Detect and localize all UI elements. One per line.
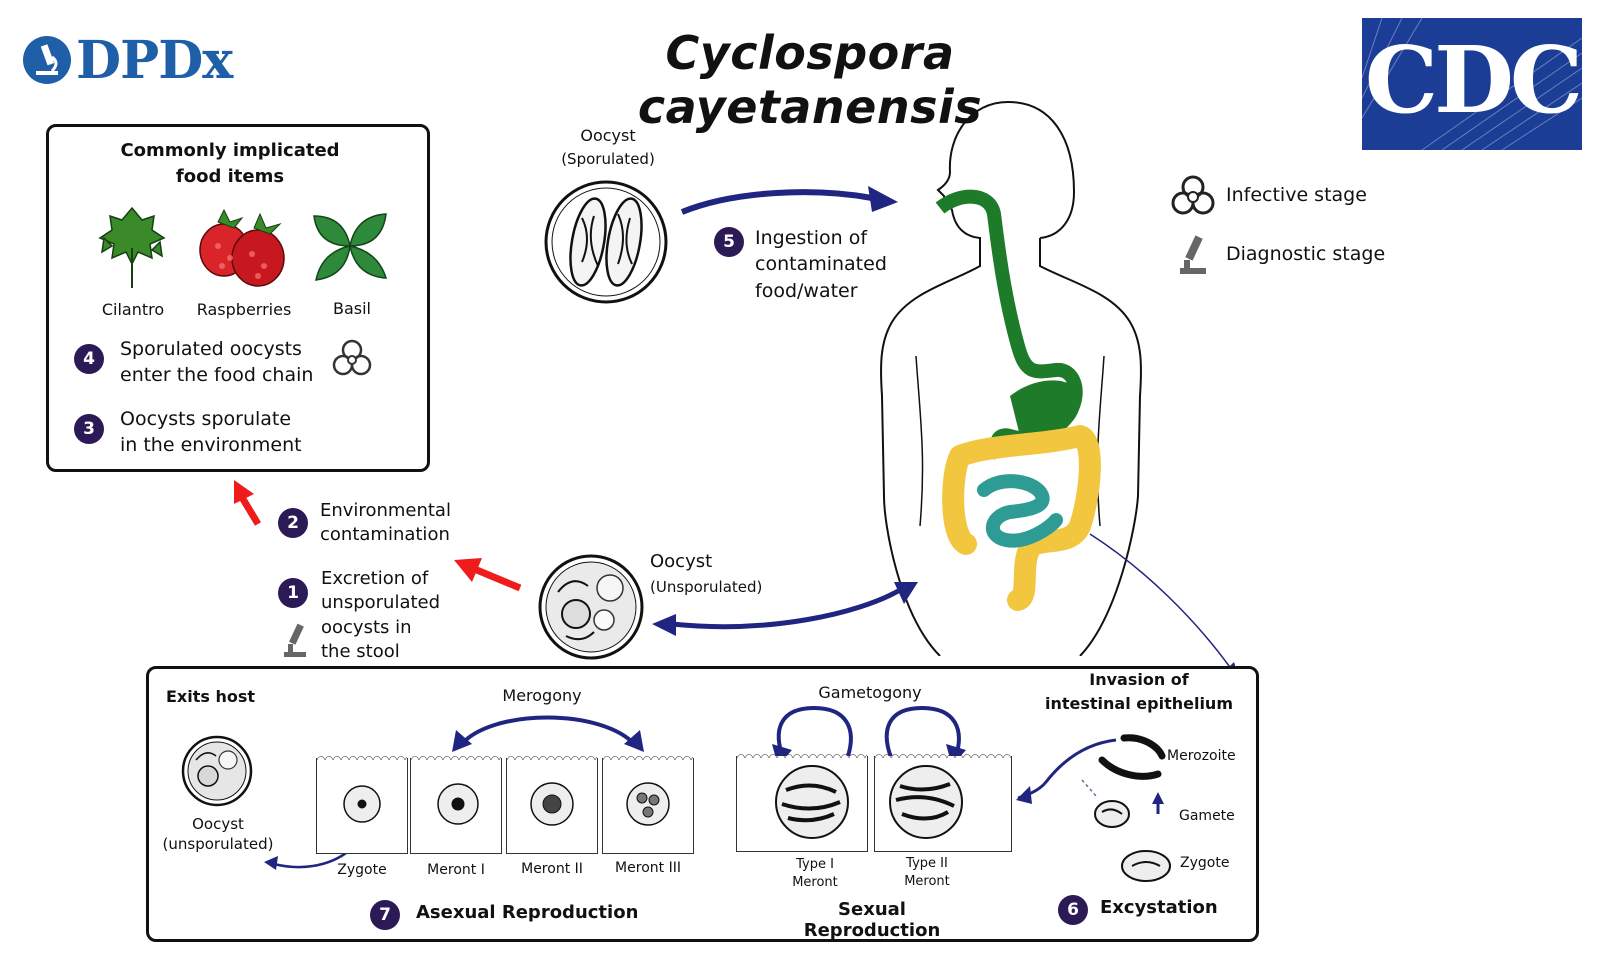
contamination-arrow (234, 480, 262, 526)
invasion-label-line2: intestinal epithelium (1045, 694, 1233, 713)
sporulated-oocyst-label-line1: Oocyst (580, 126, 636, 145)
asexual-cell-meront-3 (602, 752, 694, 854)
cdc-wordmark: CDC (1364, 26, 1582, 134)
unsporulated-oocyst-label-line2: (Unsporulated) (650, 578, 763, 596)
step-3-line2: in the environment (120, 434, 302, 456)
microscope-logo-icon (23, 36, 71, 84)
basil-icon (313, 213, 388, 281)
dpdx-wordmark: DPDx (76, 29, 233, 91)
exit-oocyst-label-line2: (unsporulated) (162, 835, 274, 853)
oocyst-exchange-arrow (652, 582, 918, 636)
step-2-line1: Environmental (320, 500, 451, 521)
unsporulated-oocyst-image (538, 554, 644, 660)
type-1-meront-line2: Meront (792, 875, 838, 890)
page-title: Cyclospora cayetanensis (637, 26, 983, 134)
cell-label-meront-3: Meront III (615, 860, 681, 876)
ingestion-arrow (680, 186, 898, 215)
step-5-line3: food/water (755, 280, 858, 302)
biohazard-icon (332, 339, 372, 376)
food-item-cilantro: Cilantro (101, 300, 165, 319)
sporulated-oocyst-label-line2: (Sporulated) (561, 150, 655, 168)
type-1-meront-line1: Type I (796, 857, 834, 872)
step-2-badge: 2 (278, 508, 308, 538)
step-5-line1: Ingestion of (755, 227, 868, 249)
step-2-line2: contamination (320, 524, 450, 545)
cell-label-meront-1: Meront I (427, 862, 485, 878)
excystation-stages (1016, 734, 1171, 882)
stage-label-zygote: Zygote (1180, 855, 1230, 871)
microscope-icon (284, 623, 306, 657)
invasion-label-line1: Invasion of (1089, 670, 1189, 689)
exit-arrow (264, 849, 351, 870)
legend-infective-label: Infective stage (1226, 184, 1367, 206)
step-7-badge: 7 (370, 900, 400, 930)
step-4-badge: 4 (74, 344, 104, 374)
step-5-badge: 5 (714, 227, 744, 257)
microscope-icon (1180, 235, 1206, 274)
legend-diagnostic-label: Diagnostic stage (1226, 243, 1386, 265)
exit-oocyst-label-line1: Oocyst (192, 815, 244, 833)
cilantro-icon (98, 206, 166, 288)
step-4-line2: enter the food chain (120, 364, 314, 386)
food-box-heading-line2: food items (175, 166, 285, 187)
step-1-line4: the stool (321, 641, 400, 662)
biohazard-icon (1171, 175, 1215, 215)
sexual-cell-contents (775, 765, 963, 839)
excystation-label: Excystation (1100, 897, 1218, 918)
dpdx-logo: DPDx (22, 29, 233, 91)
raspberries-icon (199, 208, 285, 287)
cdc-stripes-icon (1362, 18, 1582, 150)
food-box-heading-line1: Commonly implicated (120, 140, 340, 161)
step-1-line2: unsporulated (321, 592, 441, 613)
exit-oocyst-image (181, 735, 253, 807)
unsporulated-oocyst-label-line1: Oocyst (650, 551, 713, 572)
cdc-logo: CDC (1362, 18, 1582, 150)
step-1-badge: 1 (278, 578, 308, 608)
asexual-reproduction-label: Asexual Reproduction (416, 902, 639, 923)
step-4-line1: Sporulated oocysts (120, 338, 302, 360)
cell-label-meront-2: Meront II (521, 861, 583, 877)
food-item-basil: Basil (332, 299, 371, 318)
gametogony-label: Gametogony (818, 683, 922, 702)
exits-host-label: Exits host (166, 687, 256, 706)
step-6-badge: 6 (1058, 895, 1088, 925)
asexual-cell-contents (343, 782, 670, 826)
sexual-reproduction-label: Sexual Reproduction (803, 899, 941, 941)
sporulated-oocyst-image (544, 180, 668, 304)
merogony-label: Merogony (502, 686, 582, 705)
human-body-diagram (880, 101, 1142, 656)
food-item-raspberries: Raspberries (196, 300, 292, 319)
type-2-meront-line2: Meront (904, 874, 950, 889)
step-1-line1: Excretion of (321, 568, 429, 589)
stage-label-merozoite: Merozoite (1167, 748, 1236, 764)
food-items-box (46, 124, 430, 472)
cell-label-zygote: Zygote (337, 862, 387, 878)
step-3-line1: Oocysts sporulate (120, 408, 292, 430)
excretion-arrow (454, 558, 522, 592)
type-2-meront-line1: Type II (906, 856, 948, 871)
merogony-arrow (452, 715, 644, 752)
step-3-badge: 3 (74, 414, 104, 444)
stage-label-gamete: Gamete (1179, 808, 1235, 824)
digestive-tract (935, 189, 1101, 611)
step-1-line3: oocysts in (321, 617, 412, 638)
step-5-line2: contaminated (755, 253, 887, 275)
